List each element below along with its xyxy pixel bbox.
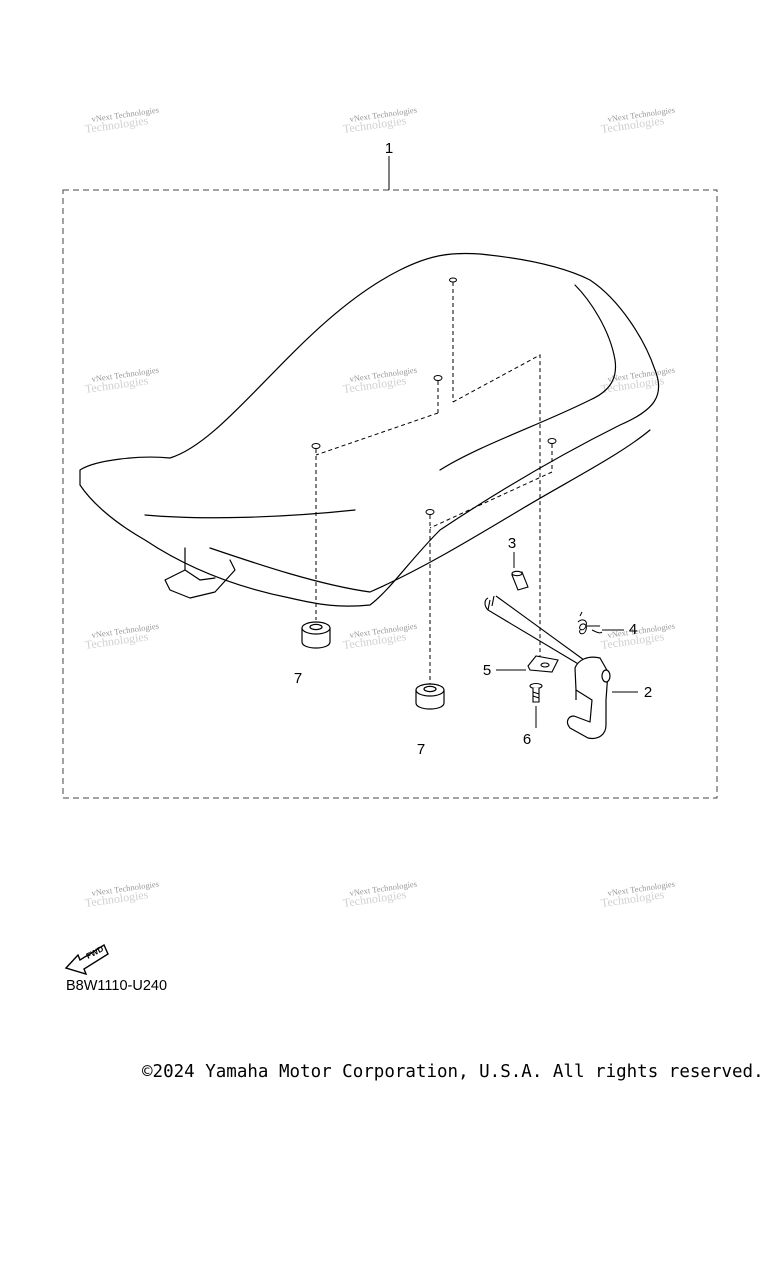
watermark: Technologies vNext Technologies [600,879,676,910]
watermark: Technologies vNext Technologies [600,621,676,652]
callout-4: 4 [629,621,637,638]
watermark: Technologies vNext Technologies [342,365,418,396]
watermark: Technologies vNext Technologies [600,105,676,136]
seat-outline [79,252,660,607]
assembly-boundary [62,189,718,799]
seat-ridge [439,284,617,471]
diagram-code: B8W1110-U240 [66,978,168,994]
callout-3: 3 [508,535,516,552]
spring [577,611,603,635]
lever [566,656,611,740]
watermark: Technologies vNext Technologies [342,621,418,652]
seat-tab [164,547,236,599]
watermark: Technologies vNext Technologies [84,879,160,910]
seat-tab-inner [184,569,216,581]
callout-1: 1 [385,140,393,157]
watermark: Technologies vNext Technologies [84,621,160,652]
copyright-notice: ©2024 Yamaha Motor Corporation, U.S.A. A… [142,1062,764,1082]
holder [527,655,559,673]
callout-7-right: 7 [417,741,425,758]
watermark: Technologies vNext Technologies [600,365,676,396]
seat [79,252,660,607]
seat-pan-edge [209,429,651,593]
fwd-arrow-icon: FWD [64,943,109,976]
watermark: Technologies vNext Technologies [84,365,160,396]
callout-6: 6 [523,731,531,748]
screw [529,682,543,703]
callout-5: 5 [483,662,491,679]
damper-right [415,683,445,710]
collar [511,570,529,591]
seat-step-line [144,509,356,519]
mount-lines [311,277,557,688]
watermark: Technologies vNext Technologies [342,879,418,910]
watermark: Technologies vNext Technologies [342,105,418,136]
damper-left [301,621,331,649]
watermark: Technologies vNext Technologies [84,105,160,136]
callout-7-left: 7 [294,670,302,687]
watermarks: Technologies vNext Technologies Technolo… [84,105,676,910]
callout-2: 2 [644,684,652,701]
lock-rod [484,595,585,666]
